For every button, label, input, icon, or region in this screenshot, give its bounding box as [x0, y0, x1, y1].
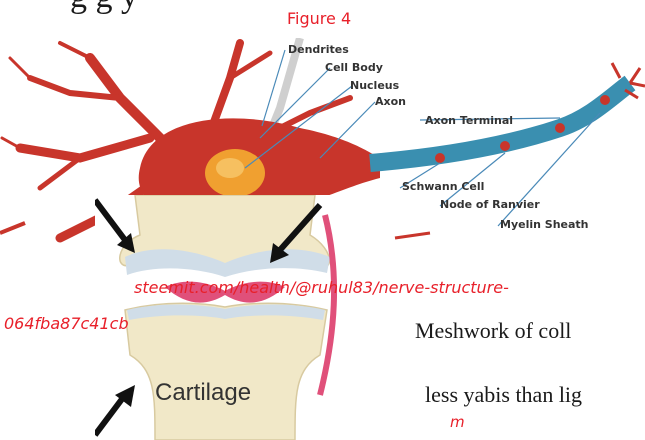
cartilage-label: Cartilage	[155, 379, 251, 406]
knee-cartilage-image: Cartilage	[95, 195, 355, 440]
body-text-line-2: less yabis than lig	[425, 382, 582, 408]
figure-caption: Figure 4	[287, 9, 351, 28]
body-text-line-1: Meshwork of coll	[415, 318, 571, 344]
label-dendrites: Dendrites	[288, 43, 349, 56]
label-nucleus: Nucleus	[350, 79, 400, 92]
truncated-heading-fragment: g g y	[70, 0, 138, 16]
label-myelin-sheath: Myelin Sheath	[500, 218, 589, 231]
label-axon-terminal: Axon Terminal	[425, 114, 513, 127]
source-url-line-2[interactable]: 064fba87c41cb	[4, 314, 129, 333]
label-node-of-ranvier: Node of Ranvier	[440, 198, 540, 211]
label-axon: Axon	[375, 95, 406, 108]
label-cell-body: Cell Body	[325, 61, 383, 74]
stray-character: m	[450, 413, 465, 431]
label-schwann-cell: Schwann Cell	[402, 180, 484, 193]
source-url-line-1[interactable]: steemit.com/health/@ruhul83/nerve-struct…	[134, 278, 509, 297]
